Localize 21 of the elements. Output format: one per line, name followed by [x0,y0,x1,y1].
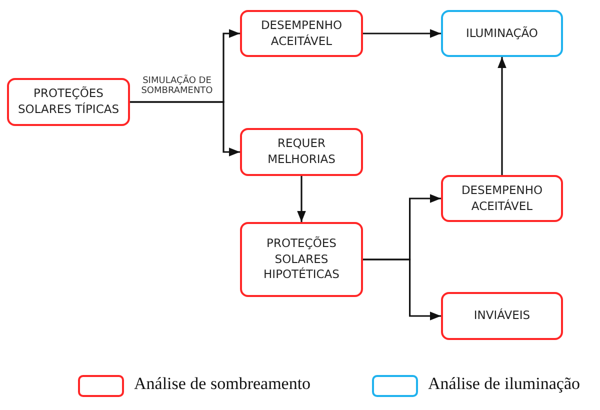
process-box [441,10,563,57]
arrow [130,101,240,156]
process-box [240,10,363,57]
legend-label: Análise de sombreamento [134,374,311,394]
process-box [240,222,363,297]
box-label: PROTEÇÕES SOLARES HIPOTÉTICAS [262,236,340,283]
process-box [7,78,130,126]
box-label: DESEMPENHO ACEITÁVEL [460,182,544,214]
box-label: REQUER MELHORIAS [266,136,336,168]
box-label: PROTEÇÕES SOLARES TÍPICAS [16,86,120,118]
process-box [240,128,363,176]
box-label: ILUMINAÇÃO [465,26,539,42]
process-box [441,292,563,340]
process-box [441,175,563,222]
box-label: INVIÁVEIS [472,308,532,324]
box-label: DESEMPENHO ACEITÁVEL [260,18,344,50]
arrow [363,29,441,38]
arrow [498,57,506,175]
legend-label: Análise de iluminação [428,374,580,394]
arrow [363,258,441,320]
arrow [297,176,306,222]
